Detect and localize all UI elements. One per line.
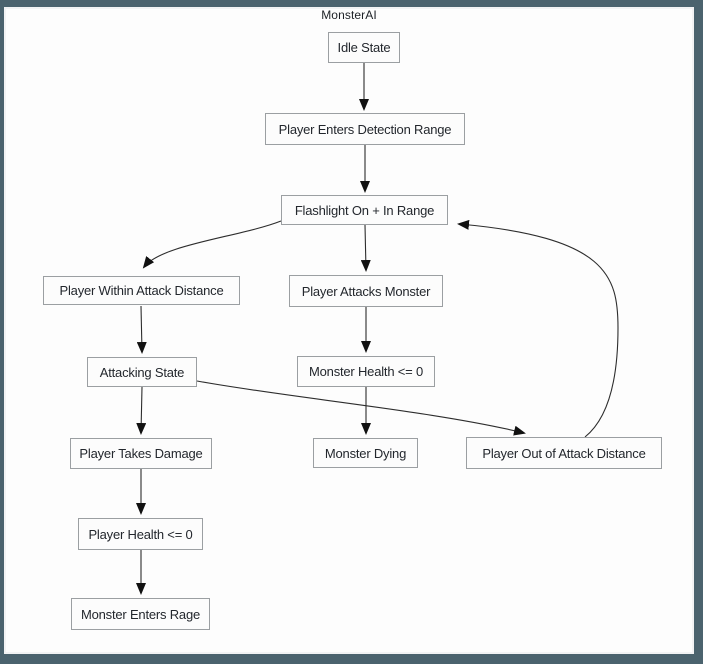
node-label: Player Attacks Monster <box>301 283 431 299</box>
node-label: Monster Dying <box>324 445 407 461</box>
node-attacking-state: Attacking State <box>87 357 197 387</box>
node-label: Player Enters Detection Range <box>278 121 452 137</box>
flowchart-canvas <box>4 7 694 654</box>
node-label: Idle State <box>337 40 391 55</box>
node-idle-state: Idle State <box>328 32 400 63</box>
node-label: Player Within Attack Distance <box>59 283 224 298</box>
diagram-title: MonsterAI <box>321 8 377 22</box>
node-label: Monster Health <= 0 <box>309 364 423 379</box>
node-player-takes-damage: Player Takes Damage <box>70 438 212 469</box>
node-label: Monster Enters Rage <box>80 606 201 622</box>
node-monster-health-lte-0: Monster Health <= 0 <box>297 356 435 387</box>
node-label: Flashlight On + In Range <box>294 202 435 218</box>
node-player-health-lte-0: Player Health <= 0 <box>78 518 203 550</box>
node-flashlight-on-in-range: Flashlight On + In Range <box>281 195 448 225</box>
node-label: Player Out of Attack Distance <box>482 445 646 461</box>
node-player-attacks-monster: Player Attacks Monster <box>289 275 443 307</box>
node-monster-dying: Monster Dying <box>313 438 418 468</box>
node-player-out-of-attack-distance: Player Out of Attack Distance <box>466 437 662 469</box>
node-label: Player Health <= 0 <box>88 526 193 542</box>
node-label: Player Takes Damage <box>79 446 203 461</box>
node-player-within-attack-distance: Player Within Attack Distance <box>43 276 240 305</box>
node-monster-enters-rage: Monster Enters Rage <box>71 598 210 630</box>
node-player-enters-detection-range: Player Enters Detection Range <box>265 113 465 145</box>
node-label: Attacking State <box>99 364 185 380</box>
